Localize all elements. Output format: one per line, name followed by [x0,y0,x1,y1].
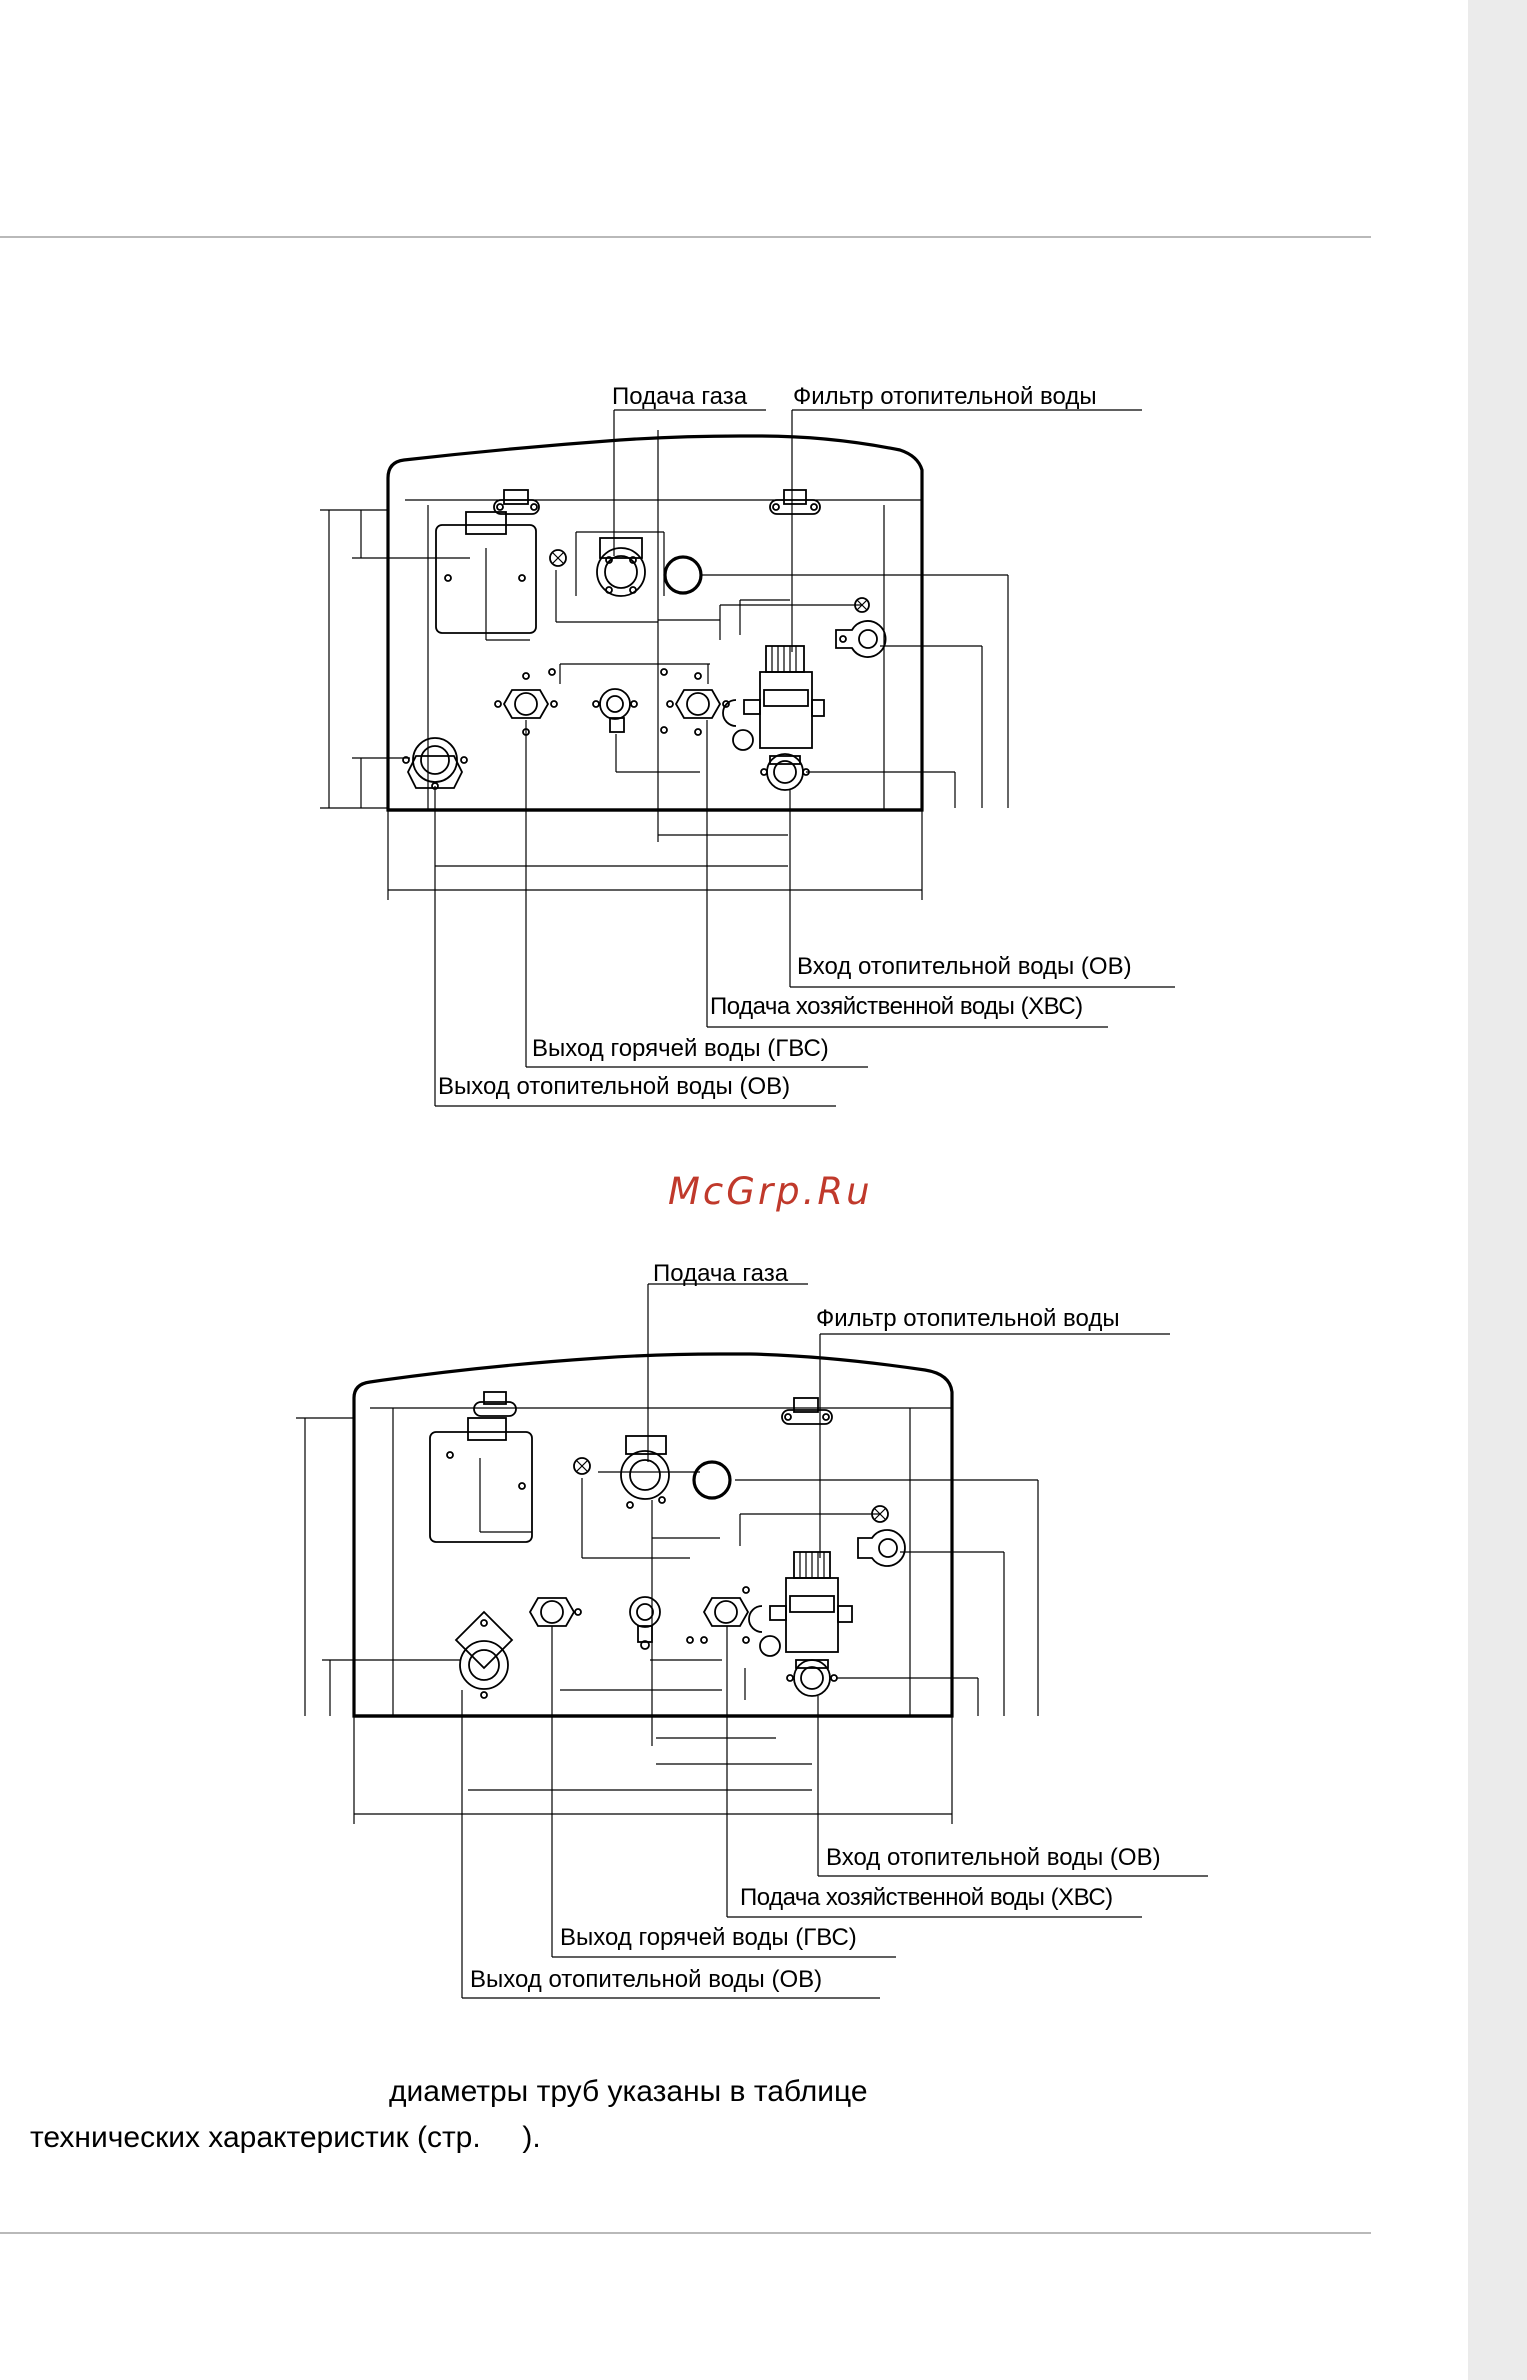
label-cold-water-supply-1: Подача хозяйственной воды (ХВС) [710,993,1083,1020]
label-hot-water-outlet-2: Выход горячей воды (ГВС) [560,1924,857,1951]
mount-bracket-left-2 [473,1391,517,1417]
hot-water-outlet-connection-2 [528,1597,582,1627]
note-line-2: технических характеристик (стр. ). [30,2121,541,2154]
label-heating-outlet-1: Выход отопительной воды (ОВ) [438,1073,791,1100]
footer-rule [0,2232,1371,2234]
label-hot-water-outlet-1: Выход горячей воды (ГВС) [532,1035,829,1062]
heating-filter-2 [748,1551,853,1657]
boiler-housing-1 [386,434,924,812]
screw-2 [573,1457,591,1475]
dimension-lines-2 [296,1417,1039,1824]
boiler-connection-diagram-1 [320,409,1175,1107]
heating-inlet-connection-2 [786,1659,838,1697]
label-heating-inlet-2: Вход отопительной воды (ОВ) [826,1844,1161,1871]
center-fitting-1 [592,688,638,733]
label-heating-filter-1: Фильтр отопительной воды [793,383,1097,410]
dimension-lines-1 [320,430,1009,900]
heating-filter-1 [722,645,825,751]
heating-outlet-connection-1 [402,737,468,790]
mount-bracket-right-1 [769,489,821,515]
gas-connection-2 [620,1435,670,1509]
center-fitting-2 [629,1596,661,1650]
label-heating-inlet-1: Вход отопительной воды (ОВ) [797,953,1132,980]
watermark: McGrp.Ru [668,1170,873,1213]
label-gas-supply-2: Подача газа [653,1260,789,1287]
hot-water-outlet-connection-1 [494,672,558,736]
gas-connection-1 [596,537,646,597]
boiler-housing-2 [352,1352,954,1718]
label-gas-supply-1: Подача газа [612,383,748,410]
label-cold-water-supply-2: Подача хозяйственной воды (ХВС) [740,1884,1113,1911]
control-box-2 [429,1431,533,1543]
boiler-connection-diagram-2 [296,1283,1208,1999]
label-heating-outlet-2: Выход отопительной воды (ОВ) [470,1966,823,1993]
leader-lines-1 [434,409,1175,1107]
heating-outlet-connection-2 [454,1610,514,1699]
cold-water-supply-connection-2 [702,1586,750,1644]
screw-1 [549,549,567,567]
cold-water-supply-connection-1 [666,672,730,736]
note-line-1: диаметры труб указаны в таблице [389,2075,868,2108]
leader-lines-2 [461,1283,1208,1999]
pipe-cap-1 [663,555,703,595]
label-heating-filter-2: Фильтр отопительной воды [816,1305,1120,1332]
heating-inlet-connection-1 [760,753,810,791]
mount-bracket-right-2 [781,1397,833,1425]
pipe-cap-2 [692,1460,732,1500]
page-margin-bar [1468,0,1527,2380]
header-rule [0,236,1371,238]
mount-bracket-left-1 [493,489,540,515]
